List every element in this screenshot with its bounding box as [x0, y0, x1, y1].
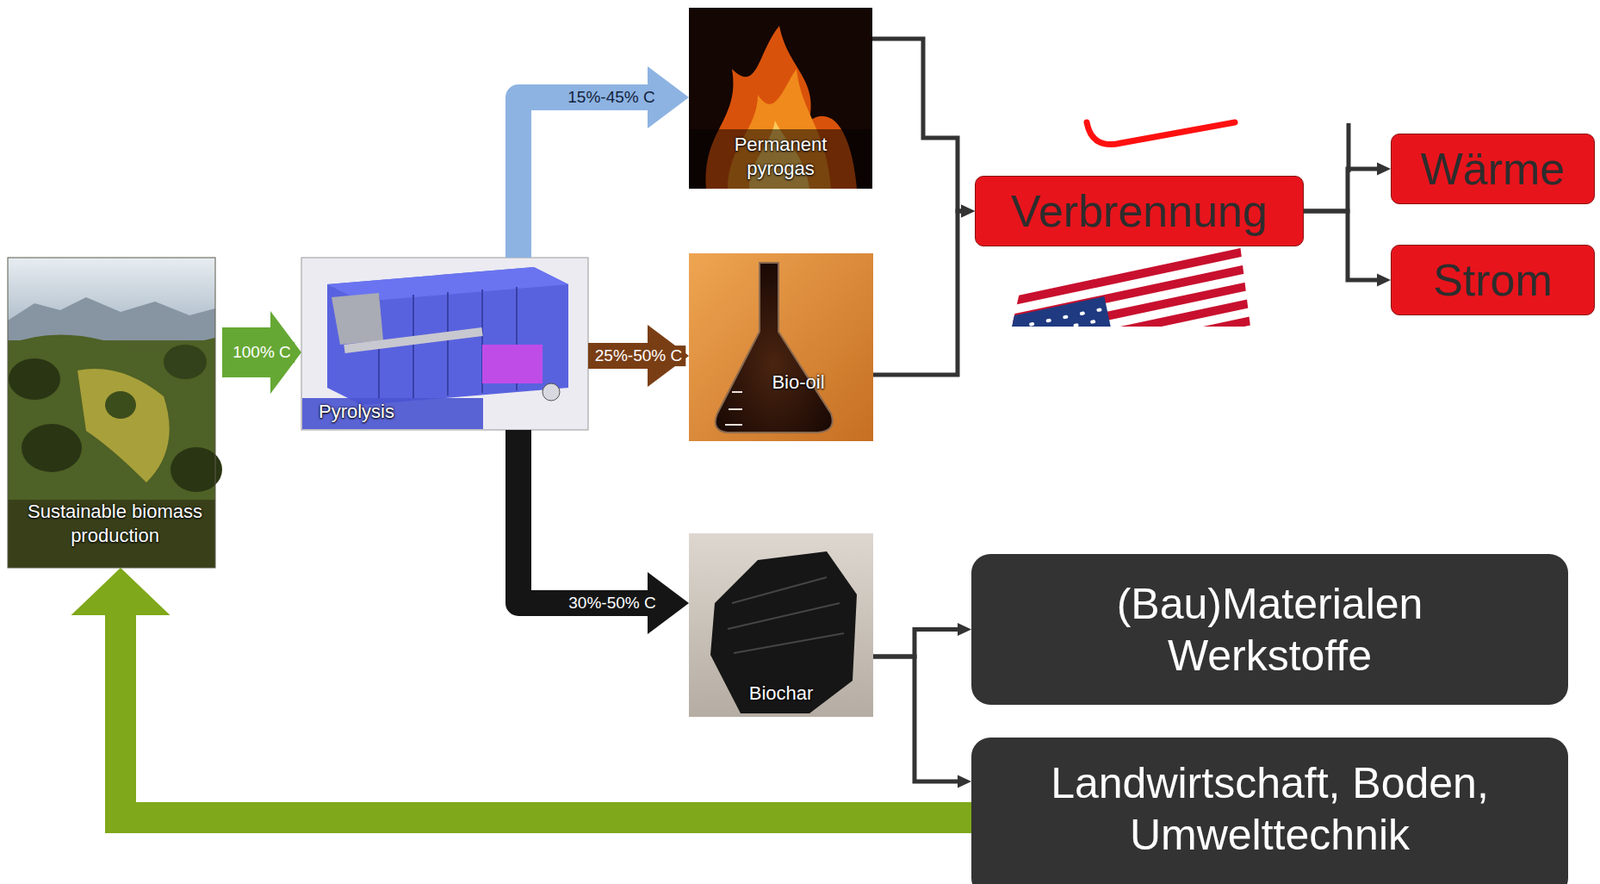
node-label: Pyrolysis	[318, 399, 395, 424]
container-body	[327, 266, 569, 405]
yellow-slope	[77, 368, 170, 483]
flow-label: 25%-50% C	[591, 345, 686, 366]
arrow-shaft	[1303, 168, 1378, 211]
connector-arrow	[872, 38, 975, 218]
outlet	[542, 383, 560, 401]
flag-stripe	[976, 288, 1299, 366]
photo-box: Permanent pyrogas	[688, 7, 873, 189]
connector-arrow	[873, 204, 975, 376]
flask-graduation	[725, 391, 743, 425]
flow-label: 100% C	[229, 341, 295, 363]
output-box: Wärme	[1390, 133, 1595, 205]
arrow-head	[1376, 273, 1391, 287]
flow-label: 15%-45% C	[564, 86, 658, 108]
node-label: Verbrennung	[1010, 184, 1268, 238]
tree	[163, 344, 207, 379]
hopper	[331, 292, 384, 345]
connector-arrow	[873, 622, 972, 657]
bus-stub	[1346, 123, 1352, 173]
arrow-head	[961, 204, 975, 218]
photo-box: Bio-oil	[688, 253, 874, 441]
application-box: Landwirtschaft, Boden, Umwelttechnik	[971, 737, 1569, 884]
arrow-head	[957, 622, 972, 636]
arrow-head	[957, 775, 972, 788]
photo-shade	[7, 499, 216, 568]
red-swoosh	[1086, 122, 1235, 145]
node-label: Strom	[1432, 253, 1553, 307]
flow-arrow	[588, 324, 689, 387]
char-grain	[727, 576, 844, 653]
node-label: Landwirtschaft, Boden, Umwelttechnik	[1020, 756, 1520, 861]
node-label: Sustainable biomass production	[14, 499, 216, 547]
arrow-shaft	[120, 613, 972, 818]
arrow-shaft	[872, 38, 962, 211]
fire-ground	[688, 7, 873, 189]
tree	[105, 390, 137, 419]
node-label: (Bau)Materialen Werkstoffe	[1029, 577, 1512, 682]
node-label: Permanent pyrogas	[720, 132, 842, 180]
output-box: Strom	[1390, 244, 1595, 316]
flow-label: 30%-50% C	[564, 592, 659, 614]
node-label: Bio-oil	[771, 370, 825, 395]
flow-arrow	[518, 429, 689, 634]
auger	[344, 331, 483, 349]
reactor-unit	[482, 344, 543, 384]
connector-arrow	[1303, 210, 1391, 287]
arrow-shaft	[518, 97, 649, 258]
forest-ground	[7, 257, 216, 568]
flag-stripe	[973, 272, 1296, 349]
application-box: (Bau)Materialen Werkstoffe	[971, 553, 1569, 705]
tree	[8, 358, 61, 400]
tree	[170, 446, 223, 492]
flag-canton	[986, 296, 1119, 389]
node-label: Biochar	[749, 681, 814, 706]
photo-box: Biochar	[688, 533, 874, 717]
arrow-shaft	[1303, 210, 1378, 280]
flag-stars	[1030, 309, 1107, 354]
char-lump	[710, 551, 857, 714]
node-label: Wärme	[1420, 142, 1566, 196]
arrow-shaft	[873, 629, 959, 658]
flow-arrow	[222, 310, 302, 394]
flow-arrow	[518, 66, 689, 258]
arrow-shaft	[873, 656, 959, 782]
process-box: Verbrennung	[974, 175, 1304, 247]
connector-arrow	[1303, 162, 1391, 212]
arrow-shaft	[518, 429, 649, 603]
arrow-head	[1376, 162, 1391, 176]
arrow-head	[71, 567, 171, 615]
mountains	[7, 297, 216, 341]
feedback-arrow	[71, 567, 973, 818]
photo-shade	[688, 129, 873, 189]
render-floor	[302, 397, 484, 429]
render-ground	[301, 257, 589, 430]
photo-frame	[7, 257, 216, 568]
photo-box: Sustainable biomass production	[7, 257, 223, 568]
connector-arrow	[873, 656, 972, 788]
char-ground	[688, 533, 874, 717]
tree	[21, 423, 82, 472]
table-ground	[688, 253, 874, 441]
arrow-shaft	[873, 210, 962, 375]
flask	[715, 262, 833, 433]
arrow-head	[961, 204, 975, 218]
photo-box: Pyrolysis	[301, 257, 589, 430]
